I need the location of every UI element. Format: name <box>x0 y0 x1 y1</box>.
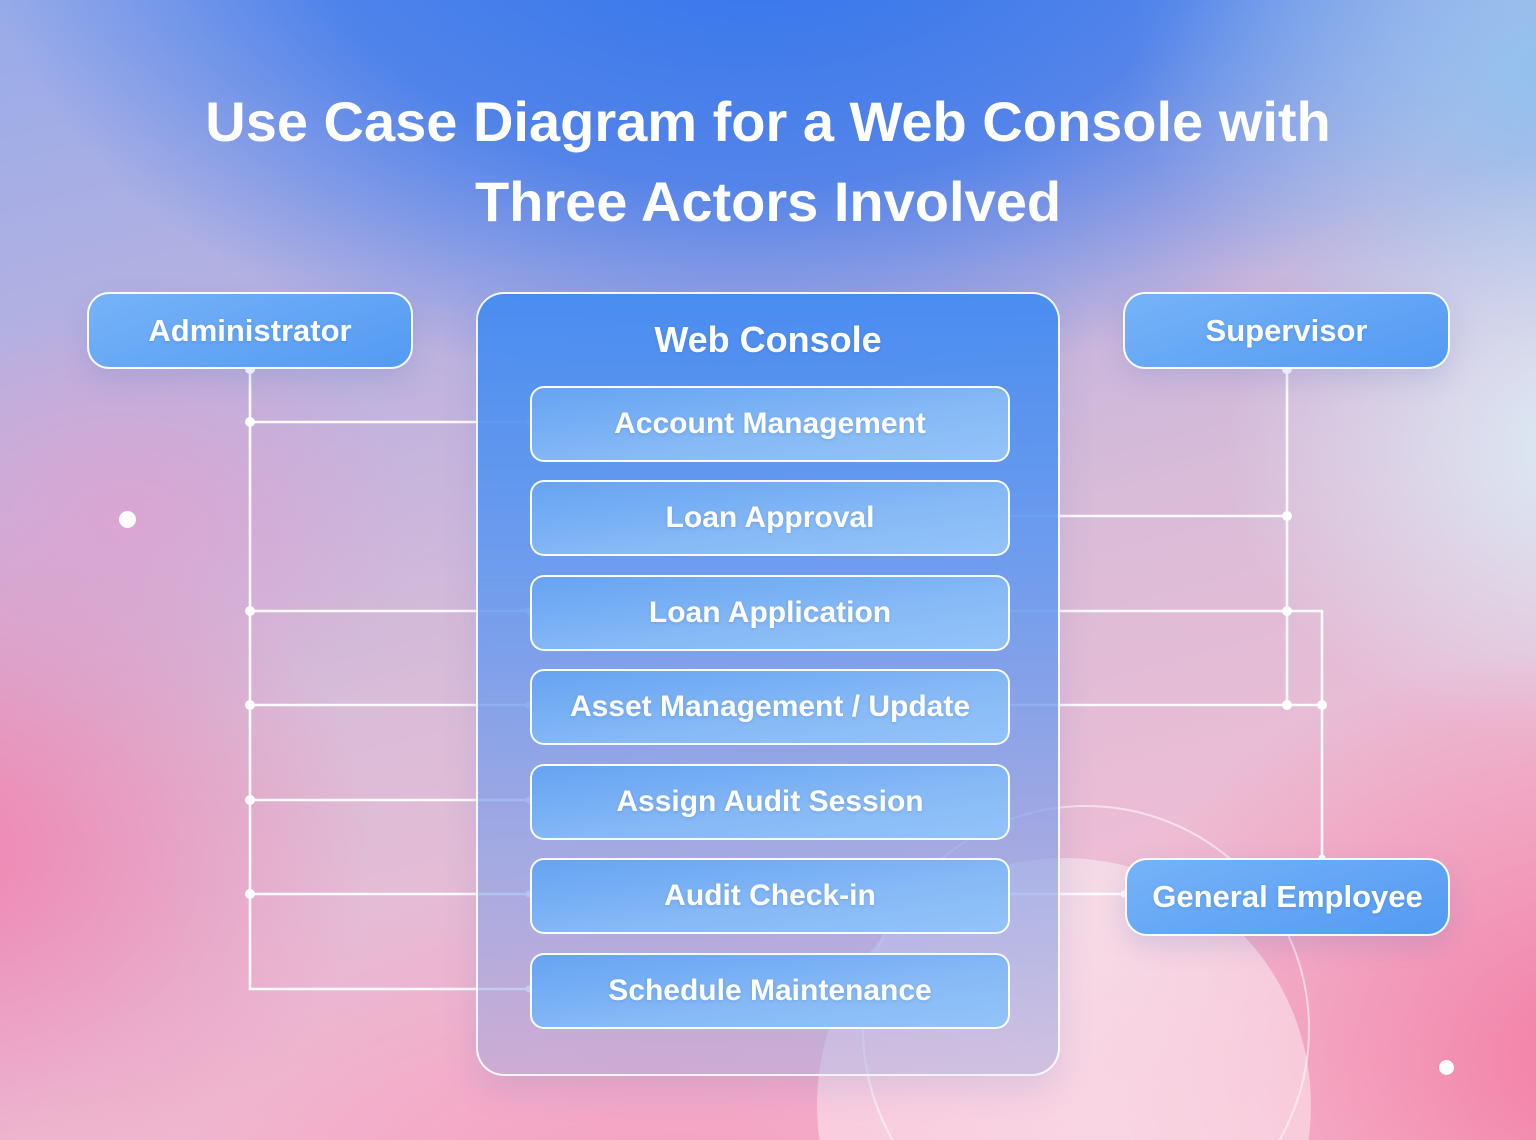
connector-dot <box>245 417 255 427</box>
connector-dot <box>245 700 255 710</box>
actor-general-employee: General Employee <box>1125 858 1450 936</box>
connector-dot <box>245 889 255 899</box>
use-case-assign-audit-session: Assign Audit Session <box>530 764 1010 840</box>
use-case-audit-check-in: Audit Check-in <box>530 858 1010 934</box>
actor-administrator-label: Administrator <box>148 312 352 348</box>
connector-dot <box>1282 511 1292 521</box>
use-case-schedule-maintenance: Schedule Maintenance <box>530 953 1010 1029</box>
use-case-label: Assign Audit Session <box>616 785 924 818</box>
use-case-label: Loan Application <box>648 596 892 629</box>
use-case-label: Audit Check-in <box>664 879 876 912</box>
use-case-asset-management-update: Asset Management / Update <box>530 669 1010 745</box>
connector-dot <box>245 606 255 616</box>
use-case-label: Schedule Maintenance <box>608 974 932 1007</box>
use-case-label: Asset Management / Update <box>569 690 971 723</box>
use-case-label: Loan Approval <box>665 501 875 534</box>
actor-general-employee-label: General Employee <box>1152 879 1423 914</box>
connector-dot <box>245 795 255 805</box>
connector-dot <box>1282 606 1292 616</box>
actor-supervisor-label: Supervisor <box>1205 312 1368 348</box>
actor-supervisor: Supervisor <box>1123 292 1450 369</box>
decorative-dot-right <box>1439 1060 1454 1075</box>
use-case-label: Account Management <box>614 407 926 440</box>
decorative-dot-left <box>119 511 136 528</box>
actor-administrator: Administrator <box>87 292 413 369</box>
diagram-title-line2: Three Actors Involved <box>474 170 1062 233</box>
system-title: Web Console <box>654 319 882 360</box>
diagram-title-line1: Use Case Diagram for a Web Console with <box>205 90 1331 153</box>
use-case-loan-application: Loan Application <box>530 575 1010 651</box>
system-web-console: Web Console Account Management Loan Appr… <box>476 292 1060 1076</box>
use-case-account-management: Account Management <box>530 386 1010 462</box>
use-case-loan-approval: Loan Approval <box>530 480 1010 556</box>
connector-dot <box>1317 700 1327 710</box>
diagram-title: Use Case Diagram for a Web Console with … <box>0 82 1536 242</box>
connector-dot <box>1282 700 1292 710</box>
